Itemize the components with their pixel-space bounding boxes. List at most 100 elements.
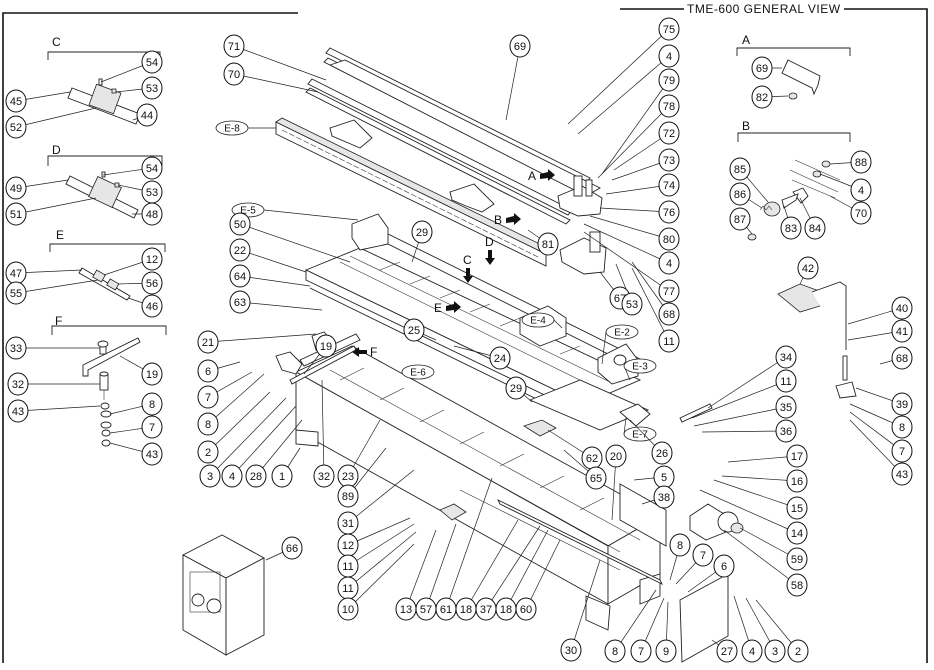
part-callout-7: 7	[141, 415, 163, 439]
arrow-icon	[540, 169, 555, 181]
part-callout-11: 11	[337, 576, 359, 600]
part-callout-78: 78	[658, 94, 680, 118]
callout-number: 48	[146, 209, 158, 221]
part-callout-24: 24	[489, 346, 511, 370]
leader-line	[601, 79, 670, 175]
callout-circle	[891, 439, 913, 463]
callout-number: 39	[896, 399, 908, 411]
callout-circle	[891, 319, 913, 343]
part-callout-34: 34	[775, 345, 797, 369]
leader-line	[599, 207, 670, 213]
callout-number: 68	[663, 309, 675, 321]
callout-circle	[658, 94, 680, 118]
callout-circle	[658, 200, 680, 224]
leader-line	[321, 379, 325, 477]
callout-number: 12	[342, 540, 354, 552]
exploded-ref-e-3: E-3	[623, 358, 657, 374]
callout-number: 14	[791, 528, 803, 540]
callout-number: 56	[146, 278, 158, 290]
callout-circle	[5, 115, 27, 139]
exploded-ref-e-2: E-2	[605, 324, 639, 340]
callout-circle	[197, 412, 219, 436]
part-callout-11: 11	[775, 369, 797, 393]
leader-line	[239, 301, 323, 311]
detail-section-a: A	[736, 33, 851, 100]
leader-line	[605, 184, 670, 195]
callout-circle	[658, 148, 680, 172]
callout-number: 44	[141, 110, 153, 122]
callout-number: 75	[663, 24, 675, 36]
callout-number: 78	[663, 101, 675, 113]
callout-circle	[141, 50, 163, 74]
part-callout-2: 2	[197, 440, 219, 464]
leader-line	[597, 105, 670, 179]
callout-number: 26	[656, 448, 668, 460]
callout-circle	[786, 469, 808, 493]
part-callout-54: 54	[141, 50, 163, 74]
callout-circle	[141, 76, 163, 100]
leader-line	[701, 430, 787, 433]
callout-number: 46	[146, 301, 158, 313]
callout-circle	[658, 17, 680, 41]
leader-line	[347, 523, 415, 567]
callout-circle	[713, 554, 735, 578]
part-callout-85: 85	[729, 157, 751, 181]
part-callout-4: 4	[850, 178, 872, 202]
callout-circle	[775, 419, 797, 443]
callout-number: 47	[10, 268, 22, 280]
part-callout-29: 29	[411, 220, 433, 244]
callout-circle	[403, 318, 425, 342]
callout-circle	[653, 485, 675, 509]
part-callout-4: 4	[221, 464, 243, 488]
part-callout-6: 6	[713, 554, 735, 578]
callout-number: 43	[146, 449, 158, 461]
motor-58	[689, 503, 744, 541]
callout-number: 70	[228, 69, 240, 81]
callout-circle	[281, 536, 303, 560]
callout-circle	[891, 415, 913, 439]
part-callout-18: 18	[455, 597, 477, 621]
callout-circle	[141, 362, 163, 386]
part-callout-17: 17	[786, 444, 808, 468]
section-label-d: D	[52, 143, 61, 157]
callout-number: 9	[663, 646, 669, 658]
callout-circle	[741, 639, 763, 663]
callout-circle	[5, 89, 27, 113]
callout-number: 31	[342, 518, 354, 530]
callout-number: 65	[590, 473, 602, 485]
callout-number: 34	[780, 352, 792, 364]
leader-line	[699, 489, 798, 534]
leader-line	[553, 319, 563, 329]
leader-line	[425, 523, 457, 610]
leader-line	[15, 107, 97, 128]
part-callout-71: 71	[223, 34, 245, 58]
callout-number: 8	[899, 422, 905, 434]
part-callout-20: 20	[605, 444, 627, 468]
callout-circle	[786, 573, 808, 597]
callout-number: 19	[320, 341, 332, 353]
part-callout-42: 42	[797, 256, 819, 280]
part-callout-25: 25	[403, 318, 425, 342]
part-callout-89: 89	[337, 484, 359, 508]
callout-number: 62	[586, 453, 598, 465]
callout-circle	[891, 296, 913, 320]
leader-line	[347, 517, 411, 546]
callout-circle	[5, 336, 27, 360]
callout-number: 22	[234, 245, 246, 257]
callout-circle	[229, 264, 251, 288]
callout-number: 72	[663, 128, 675, 140]
part-callout-28: 28	[245, 464, 267, 488]
exploded-ref-label: E-8	[224, 124, 240, 135]
callout-circle	[658, 44, 680, 68]
callout-circle	[716, 639, 738, 663]
part-callout-32: 32	[313, 464, 335, 488]
leader-line	[239, 223, 351, 263]
part-callout-31: 31	[337, 511, 359, 535]
detail-arrow-c: C	[463, 253, 473, 283]
part-callout-47: 47	[5, 261, 27, 285]
part-callout-14: 14	[786, 521, 808, 545]
part-callout-72: 72	[658, 121, 680, 145]
callout-circle	[669, 533, 691, 557]
callout-circle	[658, 173, 680, 197]
exploded-ref-e-6: E-6	[401, 364, 435, 380]
